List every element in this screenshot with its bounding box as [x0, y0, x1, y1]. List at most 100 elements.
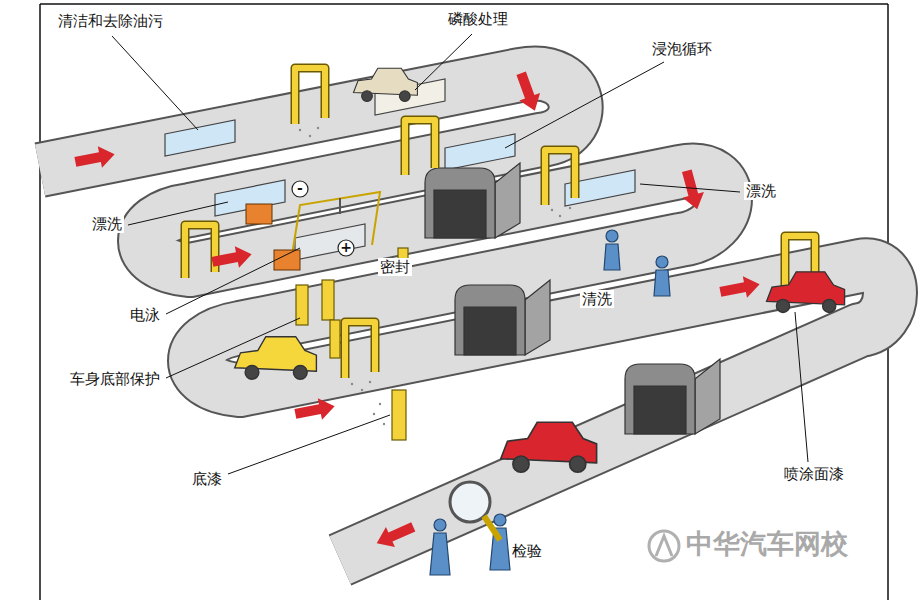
flow-arrow — [73, 69, 761, 553]
spray-mist — [551, 209, 553, 211]
conveyor-band — [40, 73, 890, 560]
polarity-sign: + — [340, 240, 352, 254]
car — [362, 91, 373, 102]
spray-arch — [185, 225, 215, 278]
tunnel-oven — [525, 280, 550, 355]
spray-mist — [379, 403, 381, 405]
car — [513, 456, 529, 472]
leader-line — [166, 318, 300, 378]
tunnel-oven — [425, 168, 495, 238]
watermark: 中华汽车网校 — [686, 528, 848, 560]
spray-arch — [295, 68, 325, 124]
nozzle-post — [330, 320, 340, 358]
tunnel-oven — [625, 364, 695, 434]
leader-line — [228, 415, 390, 474]
tunnel-oven — [634, 386, 686, 434]
spray-mist — [299, 127, 571, 425]
watermark-logo — [656, 536, 672, 556]
spray-arch — [295, 68, 325, 124]
car — [235, 337, 317, 380]
spray-mist — [559, 215, 561, 217]
watermark-logo — [649, 531, 679, 561]
worker — [604, 244, 620, 270]
tunnel-oven — [495, 163, 520, 238]
dip-tank — [295, 224, 365, 260]
spray-mist — [369, 381, 371, 383]
car — [823, 299, 836, 312]
spray-arch — [345, 322, 375, 378]
spray-arch — [405, 120, 435, 175]
polarity-sign: - — [297, 181, 303, 195]
flow-arrow — [372, 517, 417, 553]
car — [354, 68, 418, 101]
tunnel-oven — [455, 285, 525, 355]
worker — [494, 514, 506, 526]
worker — [654, 270, 670, 296]
spray-arch — [345, 322, 375, 378]
magnifier — [484, 516, 500, 540]
spray-arch — [405, 120, 435, 175]
flow-arrow — [718, 273, 761, 302]
spray-arch — [545, 150, 575, 205]
spray-mist — [569, 207, 571, 209]
process-label: 浸泡循环 — [650, 40, 714, 58]
electrophoresis-frame — [292, 192, 380, 255]
leader-line — [640, 184, 740, 192]
spray-mist — [309, 135, 311, 137]
leader-line — [505, 62, 664, 148]
electrophoresis-frame — [292, 192, 380, 255]
leader-line — [415, 34, 472, 90]
tunnel-oven — [425, 163, 720, 434]
flow-arrow — [511, 69, 545, 114]
nozzle-post — [322, 280, 334, 320]
tunnel-oven — [434, 190, 486, 238]
flow-arrow — [676, 168, 708, 212]
car — [767, 272, 845, 313]
polarity-circle — [292, 181, 308, 197]
car — [570, 456, 586, 472]
leader-line — [112, 34, 808, 474]
magnifier — [450, 482, 500, 540]
leader-line — [112, 36, 198, 130]
dip-tank — [165, 120, 235, 156]
spray-arch — [545, 150, 575, 205]
spray-mist — [351, 383, 353, 385]
worker — [606, 230, 618, 242]
flow-arrow — [293, 395, 336, 424]
flow-arrow — [210, 243, 253, 272]
conveyor-band — [40, 73, 890, 560]
process-label: 车身底部保护 — [68, 370, 162, 388]
car — [293, 365, 307, 379]
flow-arrow — [73, 143, 116, 172]
watermark-logo — [649, 531, 679, 561]
tunnel-oven — [464, 307, 516, 355]
polarity-circle — [338, 240, 354, 256]
spray-mist — [317, 127, 319, 129]
car — [399, 91, 410, 102]
worker — [656, 256, 668, 268]
spray-arch — [185, 68, 815, 378]
car — [776, 299, 789, 312]
nozzle-post — [392, 390, 406, 440]
worker — [430, 533, 450, 575]
process-label: 密封 — [378, 258, 412, 276]
process-label: 喷涂面漆 — [782, 465, 846, 483]
spray-arch — [185, 68, 815, 378]
spray-mist — [361, 389, 363, 391]
frame — [39, 4, 41, 600]
spray-mist — [373, 413, 375, 415]
rectifier-box — [246, 204, 300, 270]
process-label: 磷酸处理 — [446, 10, 510, 28]
conveyor-band — [40, 73, 890, 560]
rectifier-box — [274, 250, 300, 270]
process-label: 漂洗 — [90, 215, 124, 233]
leader-line — [128, 202, 228, 225]
spray-arch — [185, 68, 815, 378]
spray-mist — [383, 423, 385, 425]
process-label: 检验 — [510, 542, 544, 560]
worker — [434, 519, 446, 531]
process-label: 漂洗 — [744, 182, 778, 200]
frame — [40, 3, 888, 5]
dip-tank — [445, 134, 515, 170]
